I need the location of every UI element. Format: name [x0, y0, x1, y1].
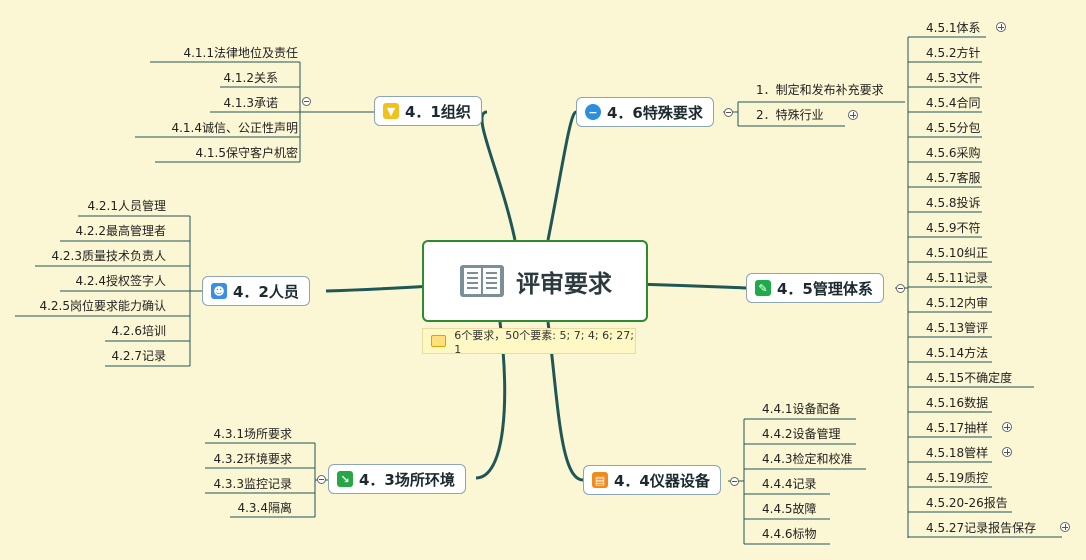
leaf-4-5-11[interactable]: 4.5.11记录 [926, 271, 989, 285]
expand-4-5-1-icon[interactable] [996, 22, 1006, 32]
branch-4-3[interactable]: ↘ 4．3场所环境 [328, 464, 466, 494]
leaf-4-5-2[interactable]: 4.5.2方针 [926, 46, 981, 60]
trophy-icon: ▼ [383, 103, 399, 119]
branch-4-4[interactable]: ▤ 4．4仪器设备 [583, 465, 721, 495]
leaf-4-5-1[interactable]: 4.5.1体系 [926, 21, 981, 35]
leaf-4-4-4[interactable]: 4.4.4记录 [762, 477, 817, 491]
collapse-4-6-icon[interactable] [724, 108, 733, 117]
leaf-4-5-8[interactable]: 4.5.8投诉 [926, 196, 981, 210]
leaf-4-4-2[interactable]: 4.4.2设备管理 [762, 427, 841, 441]
branch-4-5[interactable]: ✎ 4．5管理体系 [746, 273, 884, 303]
branch-4-1[interactable]: ▼ 4．1组织 [374, 96, 482, 126]
leaf-4-1-4[interactable]: 4.1.4诚信、公正性声明 [171, 121, 298, 135]
leaf-4-4-6[interactable]: 4.4.6标物 [762, 527, 817, 541]
leaf-4-2-7[interactable]: 4.2.7记录 [111, 349, 166, 363]
collapse-4-5-icon[interactable] [896, 284, 905, 293]
branch-4-4-label: 4．4仪器设备 [614, 471, 710, 490]
cart-icon: ▤ [592, 472, 608, 488]
minus-circle-icon: − [585, 104, 601, 120]
central-topic[interactable]: 评审要求 [422, 240, 648, 322]
leaf-4-5-21[interactable]: 4.5.27记录报告保存 [926, 521, 1037, 535]
branch-4-2[interactable]: ☻ 4．2人员 [202, 276, 310, 306]
collapse-4-1-icon[interactable] [302, 97, 311, 106]
expand-4-5-18-icon[interactable] [1002, 447, 1012, 457]
leaf-4-2-2[interactable]: 4.2.2最高管理者 [75, 224, 166, 238]
leaf-4-1-3[interactable]: 4.1.3承诺 [223, 96, 278, 110]
person-icon: ☻ [211, 283, 227, 299]
leaf-4-2-3[interactable]: 4.2.3质量技术负责人 [51, 249, 166, 263]
leaf-4-3-3[interactable]: 4.3.3监控记录 [213, 477, 292, 491]
leaf-4-5-6[interactable]: 4.5.6采购 [926, 146, 981, 160]
note-icon [431, 335, 447, 347]
branch-4-6-label: 4．6特殊要求 [607, 103, 703, 122]
leaf-4-5-9[interactable]: 4.5.9不符 [926, 221, 981, 235]
branch-4-3-label: 4．3场所环境 [359, 470, 455, 489]
expand-4-5-17-icon[interactable] [1002, 422, 1012, 432]
leaf-4-6-1[interactable]: 1．制定和发布补充要求 [756, 83, 884, 97]
leaf-4-5-15[interactable]: 4.5.15不确定度 [926, 371, 1013, 385]
leaf-4-5-5[interactable]: 4.5.5分包 [926, 121, 981, 135]
branch-4-5-label: 4．5管理体系 [777, 279, 873, 298]
central-title: 评审要求 [516, 269, 612, 298]
leaf-4-5-3[interactable]: 4.5.3文件 [926, 71, 981, 85]
leaf-4-5-20[interactable]: 4.5.20-26报告 [926, 496, 1008, 510]
collapse-4-4-icon[interactable] [730, 477, 739, 486]
leaf-4-5-7[interactable]: 4.5.7客服 [926, 171, 981, 185]
expand-4-5-27-icon[interactable] [1060, 522, 1070, 532]
leaf-4-2-4[interactable]: 4.2.4授权签字人 [75, 274, 166, 288]
collapse-4-3-icon[interactable] [317, 475, 326, 484]
leaf-4-4-5[interactable]: 4.4.5故障 [762, 502, 817, 516]
leaf-4-5-10[interactable]: 4.5.10纠正 [926, 246, 989, 260]
leaf-4-5-19[interactable]: 4.5.19质控 [926, 471, 989, 485]
resize-arrow-icon: ↘ [337, 471, 353, 487]
branch-4-6[interactable]: − 4．6特殊要求 [576, 97, 714, 127]
leaf-4-1-5[interactable]: 4.1.5保守客户机密 [195, 146, 298, 160]
leaf-4-1-1[interactable]: 4.1.1法律地位及责任 [183, 46, 298, 60]
leaf-4-2-1[interactable]: 4.2.1人员管理 [87, 199, 166, 213]
branch-4-1-label: 4．1组织 [405, 102, 471, 121]
leaf-4-6-2[interactable]: 2．特殊行业 [756, 108, 824, 122]
pencil-icon: ✎ [755, 280, 771, 296]
leaf-4-5-14[interactable]: 4.5.14方法 [926, 346, 989, 360]
leaf-4-5-18[interactable]: 4.5.18管样 [926, 446, 989, 460]
summary-text: 6个要求，50个要素: 5; 7; 4; 6; 27; 1 [454, 328, 635, 356]
leaf-4-3-4[interactable]: 4.3.4隔离 [237, 501, 292, 515]
leaf-4-4-3[interactable]: 4.4.3检定和校准 [762, 452, 853, 466]
branch-4-2-label: 4．2人员 [233, 282, 299, 301]
leaf-4-2-5[interactable]: 4.2.5岗位要求能力确认 [39, 299, 166, 313]
leaf-4-2-6[interactable]: 4.2.6培训 [111, 324, 166, 338]
leaf-4-3-1[interactable]: 4.3.1场所要求 [213, 427, 292, 441]
leaf-4-5-12[interactable]: 4.5.12内审 [926, 296, 989, 310]
summary-note: 6个要求，50个要素: 5; 7; 4; 6; 27; 1 [422, 328, 636, 356]
leaf-4-5-4[interactable]: 4.5.4合同 [926, 96, 981, 110]
leaf-4-5-16[interactable]: 4.5.16数据 [926, 396, 989, 410]
leaf-4-5-13[interactable]: 4.5.13管评 [926, 321, 989, 335]
leaf-4-5-17[interactable]: 4.5.17抽样 [926, 421, 989, 435]
leaf-4-1-2[interactable]: 4.1.2关系 [223, 71, 278, 85]
leaf-4-3-2[interactable]: 4.3.2环境要求 [213, 452, 292, 466]
open-book-icon [460, 265, 504, 297]
expand-4-6-2-icon[interactable] [848, 110, 858, 120]
leaf-4-4-1[interactable]: 4.4.1设备配备 [762, 402, 841, 416]
